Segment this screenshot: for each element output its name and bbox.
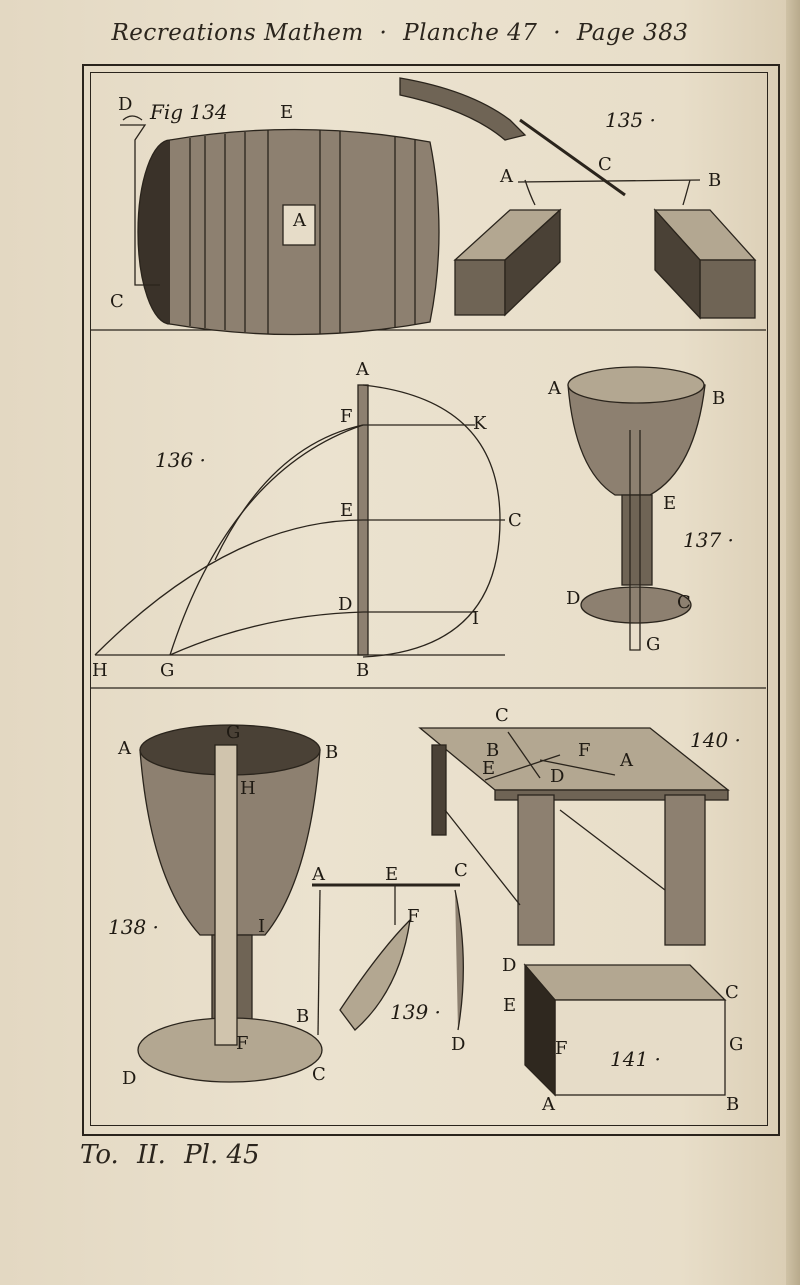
label-b: B	[296, 1006, 310, 1027]
label-c: C	[725, 982, 739, 1003]
label-b: B	[708, 170, 722, 191]
header-title: Recreations Mathem	[111, 20, 364, 46]
label-d: D	[502, 955, 517, 976]
label-a: A	[500, 166, 513, 187]
label-c: C	[495, 705, 509, 726]
footer-tome: To.	[80, 1140, 119, 1170]
label-f: F	[340, 406, 353, 427]
label-d: D	[122, 1068, 137, 1089]
label-e: E	[663, 493, 677, 514]
label-d: D	[566, 588, 581, 609]
label-a: A	[356, 359, 369, 380]
label-d: D	[550, 766, 565, 787]
label-b: B	[325, 742, 339, 763]
table-drawing	[418, 727, 730, 946]
header-plate: Planche 47	[403, 20, 538, 46]
plate-border	[82, 64, 780, 1136]
box-drawing	[523, 963, 727, 1097]
label-b: B	[726, 1094, 740, 1115]
geometry-diagram	[94, 384, 505, 658]
label-b: B	[356, 660, 370, 681]
figure-number-135: 135 ·	[605, 108, 656, 132]
page-footer: To. II. Pl. 45	[80, 1140, 270, 1170]
label-g: G	[646, 634, 661, 655]
label-h: H	[92, 660, 108, 681]
plate-inner-border	[90, 72, 768, 1126]
label-f: F	[236, 1033, 249, 1054]
label-g: G	[160, 660, 175, 681]
figure-number-137: 137 ·	[683, 528, 734, 552]
label-d: D	[118, 94, 133, 115]
label-a: A	[620, 750, 633, 771]
label-e: E	[340, 500, 354, 521]
figure-number-138: 138 ·	[108, 915, 159, 939]
label-d: D	[338, 594, 353, 615]
benches-drawing	[399, 77, 757, 320]
lever-drawing	[312, 883, 464, 1036]
label-a: A	[293, 210, 306, 231]
footer-plate: Pl. 45	[184, 1140, 260, 1170]
label-c: C	[110, 291, 124, 312]
label-b: B	[486, 740, 500, 761]
label-g: G	[226, 722, 241, 743]
label-a: A	[548, 378, 561, 399]
label-c: C	[598, 154, 612, 175]
label-f: F	[578, 740, 591, 761]
header-separator: ·	[379, 20, 388, 46]
goblet-large-drawing	[137, 724, 323, 1083]
page-edge	[786, 0, 800, 1285]
footer-volume: II.	[137, 1140, 166, 1170]
barrel-drawing	[120, 115, 440, 336]
label-i: I	[472, 608, 480, 629]
header-page: Page 383	[576, 20, 689, 46]
page-header: Recreations Mathem · Planche 47 · Page 3…	[0, 20, 800, 46]
label-i: I	[258, 916, 266, 937]
label-c: C	[454, 860, 468, 881]
label-e: E	[482, 758, 496, 779]
label-a: A	[542, 1094, 555, 1115]
label-c: C	[508, 510, 522, 531]
label-c: C	[677, 592, 691, 613]
label-d: D	[451, 1034, 466, 1055]
label-g: G	[729, 1034, 744, 1055]
header-separator: ·	[553, 20, 562, 46]
figure-number-140: 140 ·	[690, 728, 741, 752]
goblet-small-drawing	[567, 366, 706, 651]
label-c: C	[312, 1064, 326, 1085]
label-b: B	[712, 388, 726, 409]
label-f: F	[407, 906, 420, 927]
label-e: E	[503, 995, 517, 1016]
label-a: A	[312, 864, 325, 885]
label-k: K	[473, 413, 487, 434]
label-h: H	[240, 778, 256, 799]
label-e: E	[280, 102, 294, 123]
label-f: F	[555, 1038, 568, 1059]
figure-number-141: 141 ·	[610, 1047, 661, 1071]
figure-number-136: 136 ·	[155, 448, 206, 472]
figure-number-139: 139 ·	[390, 1000, 441, 1024]
label-a: A	[118, 738, 131, 759]
label-e: E	[385, 864, 399, 885]
figure-number-134: Fig 134	[150, 100, 228, 124]
